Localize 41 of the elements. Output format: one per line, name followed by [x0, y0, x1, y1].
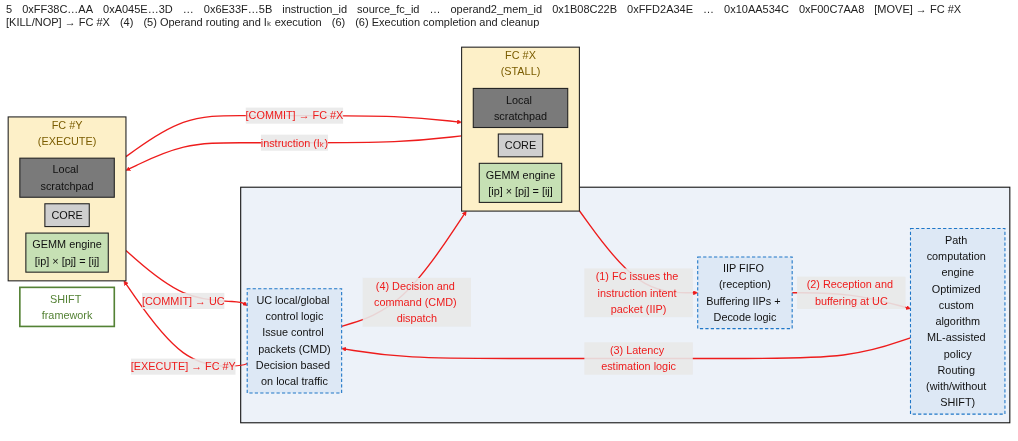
node-box: UC local/global control logic Issue control packets (CMD) Decision based on local traffic [246, 287, 343, 393]
node-box: Local scratchpad [19, 157, 115, 198]
diagram-label: instruction_id [282, 3, 348, 15]
diagram-label: 0xFF38C…AA [22, 3, 94, 15]
edge-label: [COMMIT] → UC [142, 294, 225, 307]
node-box: IIP FIFO (reception) Buffering IIPs + Decode logic [697, 255, 793, 329]
diagram-label: … [429, 3, 441, 15]
node-box: Path computation engine Optimized custom algorithm ML-assisted policy Routing (with/without SHIFT) [909, 227, 1006, 415]
diagram-label: operand2_mem_id [450, 3, 543, 15]
edge-label: [COMMIT] → FC #X [245, 109, 344, 122]
node-box: CORE [44, 202, 90, 227]
diagram-label: 0x1B08C22B [552, 3, 617, 15]
node-box: Local scratchpad [472, 87, 569, 128]
node-box: CORE [497, 133, 544, 157]
node-box: SHIFT framework [19, 286, 116, 327]
diagram-label: 0xA045E…3D [103, 3, 173, 15]
diagram-label: (6) Execution completion and cleanup [355, 16, 540, 29]
edge-label: [EXECUTE] → FC #Y [130, 360, 236, 373]
diagram-label: (6) [331, 16, 346, 29]
edge-label: (2) Reception and buffering at UC [806, 278, 893, 307]
cluster [240, 186, 1011, 423]
diagram-label: 0xF00C7AA8 [798, 3, 865, 15]
arrow [123, 280, 248, 367]
diagram-label: 0x6E33F…5B [203, 3, 273, 15]
edge-label: instruction (Iₖ) [260, 136, 329, 149]
diagram-label: … [182, 3, 194, 15]
arrow [125, 114, 462, 157]
diagram-label: 0x10AA534C [724, 3, 789, 15]
edge-label: (1) FC issues the instruction intent packet (IIP) [595, 270, 679, 315]
diagram-label: [MOVE] → FC #X [874, 3, 962, 15]
edge-label: (3) Latency estimation logic [601, 343, 676, 373]
diagram-label: 0xFFD2A34E [627, 3, 694, 15]
diagram-label: 5 [6, 3, 13, 15]
diagram-label: … [703, 3, 715, 15]
diagram-label: source_fc_id [357, 3, 420, 15]
diagram-label: (5) Operand routing and Iₖ execution [143, 16, 322, 29]
node-box: GEMM engine [ip] × [pj] = [ij] [25, 232, 109, 273]
node-box: GEMM engine [ip] × [pj] = [ij] [478, 162, 563, 203]
diagram-label: (4) [119, 16, 134, 29]
edge-label: (4) Decision and command (CMD) dispatch [374, 279, 457, 324]
diagram-label: [KILL/NOP] → FC #X [6, 16, 110, 29]
